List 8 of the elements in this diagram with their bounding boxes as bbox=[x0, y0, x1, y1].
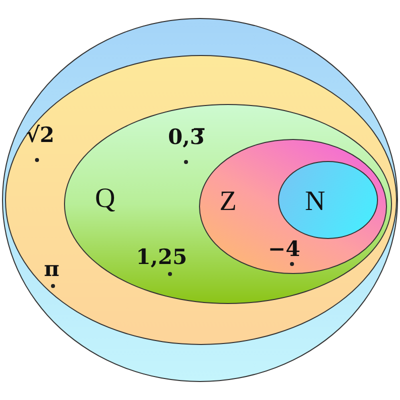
number-label: 1,25 bbox=[136, 246, 188, 267]
number-label: 0,3̅ bbox=[168, 126, 205, 147]
set-name: Z bbox=[220, 188, 237, 216]
set-name: Q bbox=[95, 185, 116, 213]
number-label: −4 bbox=[268, 238, 300, 259]
number-label: π bbox=[44, 258, 60, 279]
number-label: √2 bbox=[26, 124, 54, 145]
set-name: N bbox=[305, 188, 326, 216]
